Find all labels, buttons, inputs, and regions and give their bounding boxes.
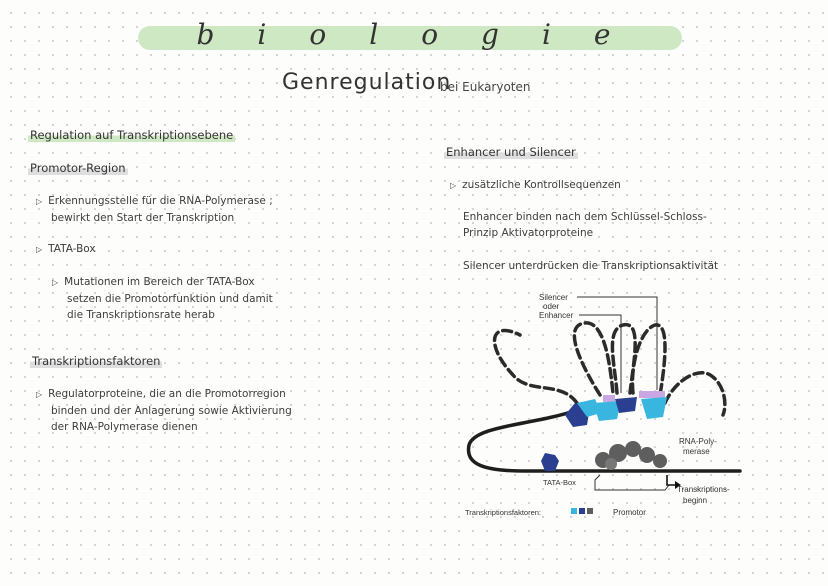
label-rna-pol-2: merase: [683, 447, 710, 456]
dna-loop-left: [492, 328, 579, 405]
triangle-bullet-icon: ▷: [450, 181, 457, 190]
triangle-bullet-icon: ▷: [52, 278, 59, 287]
promotor-heading: Promotor-Region: [28, 161, 128, 175]
rna-polymerase-blob: [625, 441, 641, 457]
title-banner: [138, 26, 682, 50]
dna-loop-middle-1: [572, 321, 615, 397]
rna-polymerase-blob: [639, 447, 655, 463]
page-subtitle: bei Eukaryoten: [440, 80, 531, 94]
arrow-head-icon: [675, 481, 681, 489]
triangle-bullet-icon: ▷: [36, 390, 43, 399]
dna-loop-far-right: [663, 371, 727, 417]
label-promotor: Promotor: [613, 508, 646, 517]
enhancer-seq-2: [639, 391, 665, 398]
rna-polymerase-blob: [653, 454, 667, 468]
bullet-tata-box: ▷TATA-Box: [36, 243, 96, 255]
label-rna-pol-1: RNA-Poly-: [679, 437, 717, 446]
pointer-line-enhancer: [579, 314, 622, 393]
bullet-kontrollsequenzen: ▷zusätzliche Kontrollsequenzen: [450, 179, 621, 191]
page-title: Genregulation: [282, 70, 452, 95]
tata-box-protein: [541, 453, 559, 471]
triangle-bullet-icon: ▷: [36, 197, 43, 206]
enhancer-heading: Enhancer und Silencer: [444, 145, 578, 159]
banner-title: biologie: [196, 18, 654, 51]
section-heading-regulation: Regulation auf Transkriptionsebene: [28, 128, 236, 142]
label-tf-legend: Transkriptionsfaktoren:: [465, 508, 541, 517]
tf-heading: Transkriptionsfaktoren: [30, 354, 163, 368]
triangle-bullet-icon: ▷: [36, 245, 43, 254]
gene-regulation-diagram: Silencer oder Enhancer RNA-Poly- merase …: [465, 293, 742, 517]
label-tata-box: TATA-Box: [543, 478, 576, 487]
legend-swatch-light-blue: [571, 508, 577, 514]
activator-protein-2: [593, 401, 621, 421]
dna-strand: [466, 408, 742, 473]
label-silencer: Silencer: [539, 293, 568, 302]
enhancer-seq-1: [603, 395, 615, 402]
label-transcription-start-1: Transkriptions-: [677, 485, 730, 494]
activator-protein-4: [641, 397, 667, 419]
rna-polymerase-blob: [609, 444, 627, 462]
bullet-regulatorproteine: ▷Regulatorproteine, die an die Promotorr…: [36, 388, 292, 433]
subbullet-mutationen: ▷Mutationen im Bereich der TATA-Box setz…: [52, 276, 273, 321]
dna-loop-right: [630, 323, 667, 397]
label-transcription-start-2: beginn: [683, 496, 707, 505]
legend-swatch-dark-blue: [579, 508, 585, 514]
enhancer-paragraph: Enhancer binden nach dem Schlüssel-Schlo…: [463, 211, 707, 239]
label-oder: oder: [543, 302, 559, 311]
bullet-rna-polymerase: ▷Erkennungsstelle für die RNA-Polymerase…: [36, 195, 273, 224]
activator-protein-3: [615, 397, 637, 413]
label-enhancer: Enhancer: [539, 311, 574, 320]
pointer-line-silencer: [577, 296, 658, 390]
promotor-bracket: [594, 474, 670, 491]
legend-swatch-grey: [587, 508, 593, 514]
silencer-paragraph: Silencer unterdrücken die Transkriptions…: [463, 260, 719, 272]
rna-polymerase-blob: [605, 458, 617, 470]
transcription-start-arrow: [666, 475, 677, 486]
